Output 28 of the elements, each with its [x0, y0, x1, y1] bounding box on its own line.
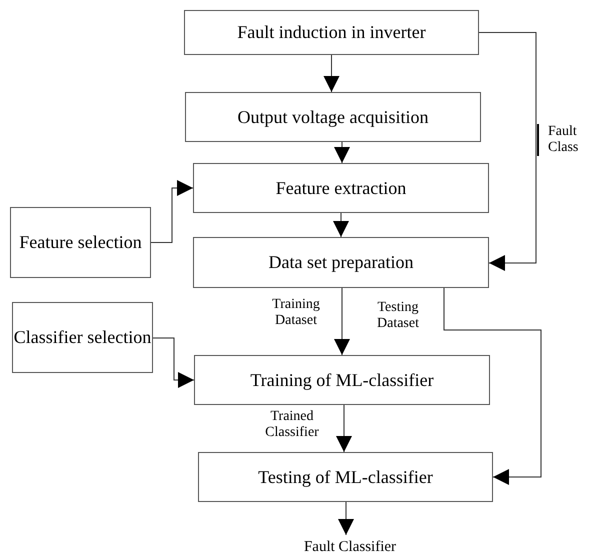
- process-box: [193, 163, 489, 213]
- arrow: [336, 404, 352, 452]
- arrow: [333, 212, 349, 238]
- process-box: [194, 355, 490, 405]
- process-box: [12, 302, 153, 373]
- box-label: Data set preparation: [268, 252, 414, 273]
- process-box: [193, 237, 489, 288]
- arrow: [150, 180, 194, 243]
- box-label: Training of ML-classifier: [250, 370, 434, 390]
- arrow: [478, 32, 536, 271]
- box-label: Classifier selection: [14, 327, 152, 348]
- arrow: [324, 54, 340, 92]
- arrow: [334, 288, 350, 356]
- process-box: [198, 452, 493, 502]
- box-label: Output voltage acquisition: [238, 106, 428, 128]
- process-box: [10, 207, 151, 278]
- arrow: [444, 288, 542, 485]
- box-label: Feature extraction: [276, 178, 406, 198]
- box-label: Fault induction in inverter: [237, 22, 426, 43]
- process-box: [184, 10, 479, 55]
- process-box: [185, 92, 481, 142]
- edge-label: Fault Class: [537, 124, 589, 156]
- arrow: [152, 338, 194, 388]
- arrow: [334, 142, 350, 164]
- output-label: Fault Classifier: [304, 539, 396, 557]
- box-label: Testing of ML-classifier: [258, 466, 433, 488]
- arrow: [338, 502, 354, 536]
- box-label: Feature selection: [19, 232, 142, 253]
